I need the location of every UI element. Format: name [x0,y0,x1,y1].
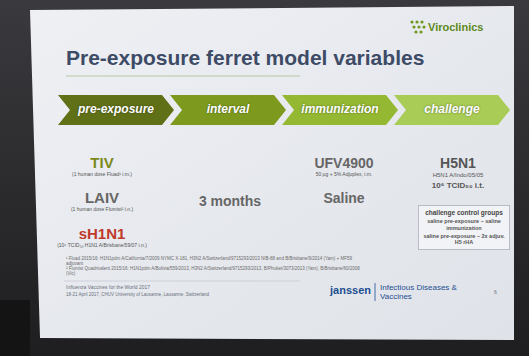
sponsor-logo: janssen [330,284,371,297]
vaccine-name: sH1N1 [47,225,157,242]
footnote: ² Flumist Quadrivalent 2015/16: H1N1pdm … [66,266,366,276]
interval-value: 3 months [180,193,280,209]
slide-title: Pre-exposure ferret model variables [66,46,424,70]
logo-text: Viroclinics [428,21,483,34]
phase-chevron: interval [170,95,286,125]
box-line: saline pre-exposure – saline immunizatio… [423,218,505,231]
phase-label: challenge [424,103,479,117]
phase-chevron: pre-exposure [58,95,174,125]
control-groups-box: challenge control groups saline pre-expos… [418,205,510,250]
phase-chevron: immunization [282,95,398,125]
footnote: ¹ Fluad 2015/16: H1N1pdm A/California/7/… [66,256,366,266]
sponsor-text: Infectious Diseases & Vaccines [380,283,470,301]
vaccine-name: LAIV [47,189,157,206]
strain-note: H5N1 A/Indo/05/05 [408,172,508,179]
box-heading: challenge control groups [423,209,505,216]
phase-label: interval [207,103,250,117]
phase-chevron: challenge [394,95,510,125]
dose-note: 50 µg + 5% Adjuplex, i.m. [289,172,399,178]
vaccine-name: TIV [47,154,157,171]
vaccine-name: UFV4900 [289,155,399,171]
dose-note: (1 human dose Flumist² i.n.) [47,207,157,213]
box-line: saline pre-exposure – 2x adjuv. H5 rHA [423,233,505,246]
footer-text: Influenza Vaccines for the World 2017 [66,285,306,291]
footer-text: 18-21 April 2017, CHUV University of Lau… [66,292,306,297]
phase-label: pre-exposure [78,103,154,117]
dose-note: (10⁶ TCID₅₀ H1N1 A/Brisbane/59/07 i.n.) [37,243,167,249]
challenge-virus: H5N1 [408,155,508,171]
page-number: 6 [494,290,497,296]
dose-note: 10⁶ TCID₅₀ i.t. [408,181,508,190]
phase-label: immunization [301,103,378,117]
vaccine-name: Saline [289,190,399,206]
dose-note: (1 human dose Fluad¹ i.m.) [47,172,157,178]
